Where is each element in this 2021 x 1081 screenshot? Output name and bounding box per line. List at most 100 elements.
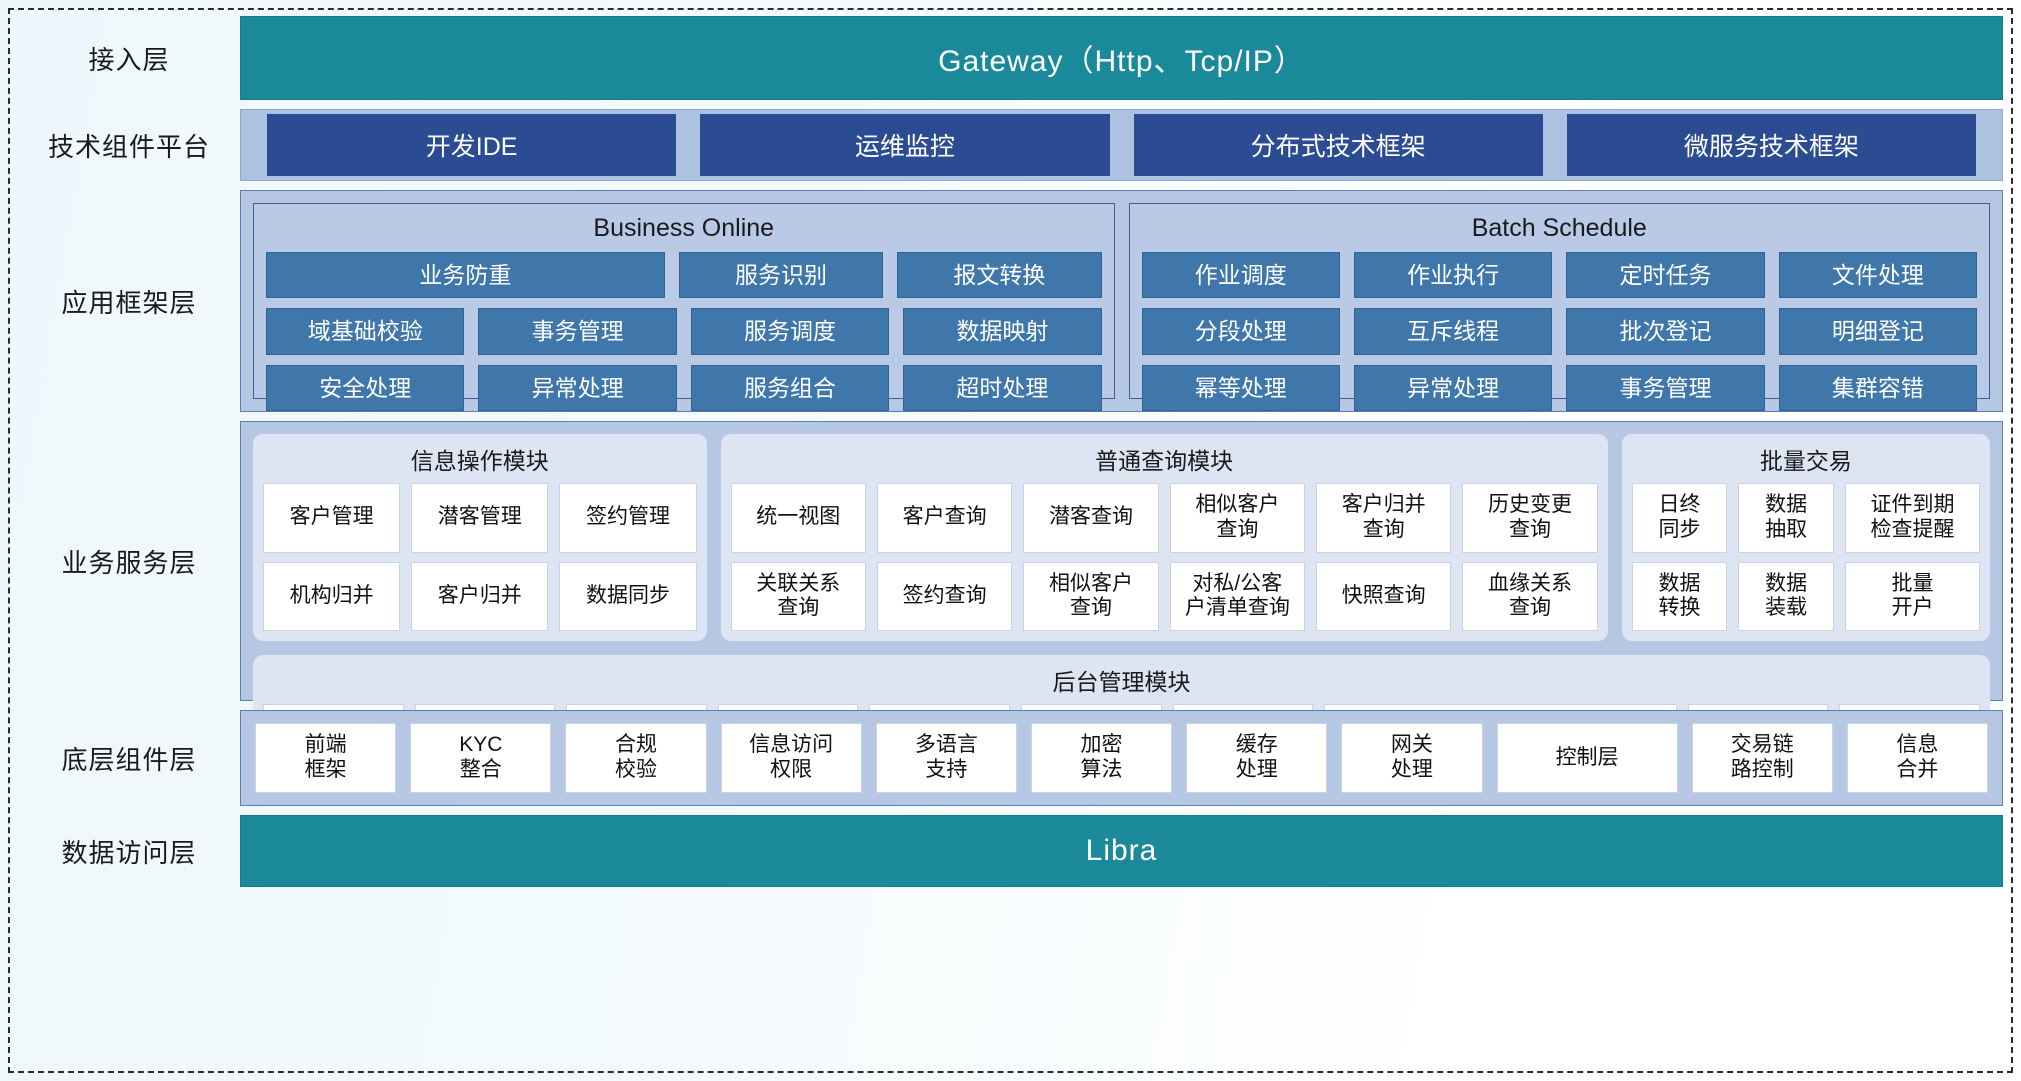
framework-cell[interactable]: 业务防重 <box>266 252 665 299</box>
layer-access: 接入层 Gateway（Http、Tcp/IP） <box>18 16 2003 100</box>
gateway-bar: Gateway（Http、Tcp/IP） <box>240 16 2003 100</box>
service-cell[interactable]: 签约查询 <box>876 561 1013 632</box>
service-cell[interactable]: 批量开户 <box>1844 561 1981 632</box>
libra-bar: Libra <box>240 815 2003 887</box>
framework-row: 域基础校验 事务管理 服务调度 数据映射 <box>266 308 1102 355</box>
layer-label-bizservice: 业务服务层 <box>61 547 197 578</box>
component-cell[interactable]: 交易链路控制 <box>1691 723 1833 793</box>
framework-cell[interactable]: 集群容错 <box>1778 364 1977 412</box>
app-framework-panel: Business Online 业务防重 服务识别 报文转换 域基础校验 事务管… <box>240 190 2003 412</box>
framework-cell[interactable]: 域基础校验 <box>266 308 465 355</box>
service-cell[interactable]: 客户归并查询 <box>1316 483 1452 553</box>
framework-cell[interactable]: 服务调度 <box>690 308 890 355</box>
framework-cell[interactable]: 互斥线程 <box>1353 308 1553 355</box>
framework-cell[interactable]: 作业调度 <box>1141 252 1340 299</box>
service-cell[interactable]: 潜客查询 <box>1023 483 1159 553</box>
service-cell[interactable]: 日终同步 <box>1631 483 1728 553</box>
framework-group-business-online: Business Online 业务防重 服务识别 报文转换 域基础校验 事务管… <box>253 203 1115 412</box>
framework-row: 分段处理 互斥线程 批次登记 明细登记 <box>1141 308 1977 355</box>
framework-cell[interactable]: 安全处理 <box>266 364 465 412</box>
service-cell[interactable]: 关联关系查询 <box>730 561 866 632</box>
framework-row: 安全处理 异常处理 服务组合 超时处理 <box>266 364 1102 412</box>
module-card-batch-transaction: 批量交易 日终同步 数据抽取 证件到期检查提醒 数据转换 数据装载 <box>1621 434 1990 642</box>
framework-cell[interactable]: 异常处理 <box>478 364 677 412</box>
framework-cell[interactable]: 事务管理 <box>478 308 677 355</box>
component-cell[interactable]: 前端框架 <box>255 723 397 793</box>
framework-cell[interactable]: 事务管理 <box>1566 364 1765 412</box>
framework-cell[interactable]: 文件处理 <box>1778 252 1977 299</box>
module-row: 关联关系查询 签约查询 相似客户查询 对私/公客户清单查询 快照查询 血缘关系查… <box>730 561 1598 632</box>
framework-cell[interactable]: 定时任务 <box>1566 252 1765 299</box>
module-title: 信息操作模块 <box>410 448 549 474</box>
framework-row: 作业调度 作业执行 定时任务 文件处理 <box>1141 252 1977 299</box>
framework-cell[interactable]: 服务识别 <box>678 252 884 299</box>
service-cell[interactable]: 相似客户查询 <box>1023 561 1159 632</box>
component-cell[interactable]: 信息访问权限 <box>720 723 862 793</box>
module-row: 客户管理 潜客管理 签约管理 <box>263 483 697 553</box>
service-cell[interactable]: 数据同步 <box>559 561 697 632</box>
component-cell[interactable]: 合规校验 <box>565 723 707 793</box>
service-cell[interactable]: 签约管理 <box>559 483 697 553</box>
service-cell[interactable]: 数据抽取 <box>1738 483 1834 553</box>
module-row: 日终同步 数据抽取 证件到期检查提醒 <box>1631 483 1981 553</box>
layer-business-service: 业务服务层 信息操作模块 客户管理 潜客管理 签约管理 <box>18 421 2003 784</box>
framework-cell[interactable]: 批次登记 <box>1566 308 1765 355</box>
service-cell[interactable]: 血缘关系查询 <box>1462 561 1598 632</box>
component-cell[interactable]: 多语言支持 <box>875 723 1017 793</box>
tech-platform-strip: 开发IDE 运维监控 分布式技术框架 微服务技术框架 <box>240 109 2003 181</box>
module-row: 统一视图 客户查询 潜客查询 相似客户查询 客户归并查询 历史变更查询 <box>730 483 1598 553</box>
framework-row: 幂等处理 异常处理 事务管理 集群容错 <box>1141 364 1977 412</box>
tech-item-3[interactable]: 微服务技术框架 <box>1566 114 1976 176</box>
framework-cell[interactable]: 数据映射 <box>903 308 1102 355</box>
framework-group-title: Batch Schedule <box>1471 214 1647 242</box>
component-cell[interactable]: 加密算法 <box>1030 723 1173 793</box>
tech-item-2[interactable]: 分布式技术框架 <box>1133 114 1543 176</box>
service-cell[interactable]: 数据转换 <box>1631 561 1728 632</box>
layer-label-dataaccess: 数据访问层 <box>61 837 197 868</box>
tech-item-0[interactable]: 开发IDE <box>267 114 677 176</box>
framework-row: 业务防重 服务识别 报文转换 <box>266 252 1102 299</box>
service-cell[interactable]: 快照查询 <box>1316 561 1452 632</box>
module-card-info-operation: 信息操作模块 客户管理 潜客管理 签约管理 机构归并 客户归并 <box>253 434 707 642</box>
framework-cell[interactable]: 作业执行 <box>1353 252 1553 299</box>
layer-tech-platform: 技术组件平台 开发IDE 运维监控 分布式技术框架 微服务技术框架 <box>18 109 2003 181</box>
layer-label-bottomcomponent: 底层组件层 <box>61 744 197 775</box>
layer-label-tech: 技术组件平台 <box>47 131 210 162</box>
tech-item-1[interactable]: 运维监控 <box>700 114 1110 176</box>
service-cell[interactable]: 对私/公客户清单查询 <box>1169 561 1306 632</box>
framework-cell[interactable]: 报文转换 <box>897 252 1102 299</box>
component-cell[interactable]: 控制层 <box>1496 723 1678 793</box>
component-cell[interactable]: 网关处理 <box>1341 723 1483 793</box>
layer-stack: 接入层 Gateway（Http、Tcp/IP） 技术组件平台 开发IDE 运维… <box>18 16 2003 1065</box>
framework-cell[interactable]: 明细登记 <box>1778 308 1977 355</box>
framework-cell[interactable]: 分段处理 <box>1141 308 1340 355</box>
service-cell[interactable]: 证件到期检查提醒 <box>1844 483 1981 553</box>
service-cell[interactable]: 客户查询 <box>876 483 1013 553</box>
framework-cell[interactable]: 幂等处理 <box>1141 364 1340 412</box>
module-card-common-query: 普通查询模块 统一视图 客户查询 潜客查询 相似客户查询 客户归并查询 历史变更… <box>720 434 1608 642</box>
module-row: 机构归并 客户归并 数据同步 <box>263 561 697 632</box>
module-row: 数据转换 数据装载 批量开户 <box>1631 561 1981 632</box>
framework-group-title: Business Online <box>593 214 775 242</box>
service-cell[interactable]: 数据装载 <box>1738 561 1834 632</box>
framework-cell[interactable]: 超时处理 <box>903 364 1102 412</box>
framework-cell[interactable]: 服务组合 <box>690 364 890 412</box>
service-cell[interactable]: 相似客户查询 <box>1169 483 1306 553</box>
service-cell[interactable]: 客户归并 <box>411 561 549 632</box>
framework-cell[interactable]: 异常处理 <box>1353 364 1553 412</box>
component-cell[interactable]: 信息合并 <box>1846 723 1989 793</box>
service-cell[interactable]: 统一视图 <box>730 483 866 553</box>
service-cell[interactable]: 机构归并 <box>263 561 401 632</box>
service-cell[interactable]: 潜客管理 <box>411 483 549 553</box>
service-cell[interactable]: 历史变更查询 <box>1462 483 1598 553</box>
service-cell[interactable]: 客户管理 <box>263 483 401 553</box>
business-service-panel: 信息操作模块 客户管理 潜客管理 签约管理 机构归并 客户归并 <box>240 421 2003 784</box>
module-title: 批量交易 <box>1759 448 1852 474</box>
module-title: 后台管理模块 <box>1052 669 1191 696</box>
layer-app-framework: 应用框架层 Business Online 业务防重 服务识别 报文转换 <box>18 190 2003 412</box>
component-cell[interactable]: 缓存处理 <box>1186 723 1328 793</box>
